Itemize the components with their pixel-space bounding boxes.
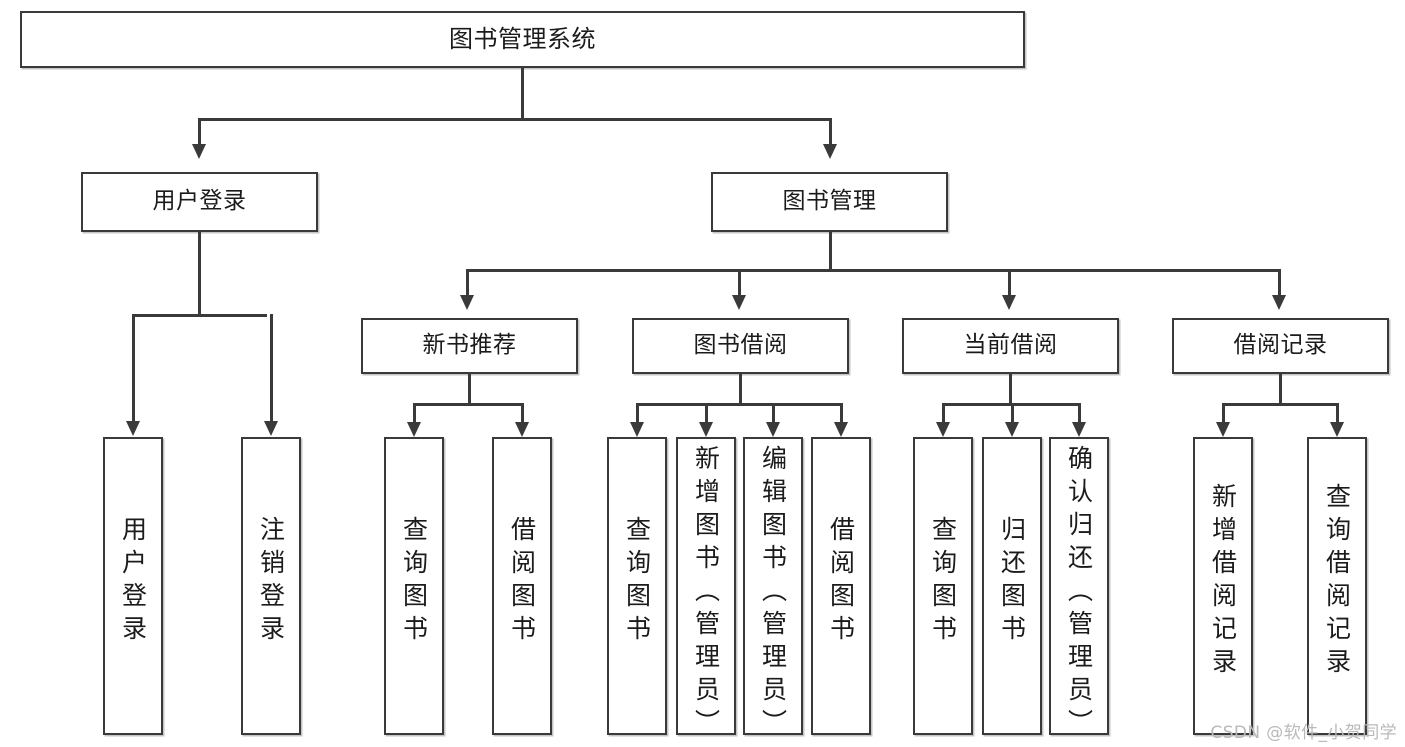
arrowhead-bb-borrow-book [834, 422, 848, 437]
node-label: 当前借阅 [963, 332, 1058, 359]
connector-book-management-bus [466, 269, 1280, 272]
node-label: 图书管理系统 [449, 25, 596, 54]
arrowhead-user-login [192, 144, 206, 159]
node-leaf-nbr-borrow-book[interactable]: 借阅图书 [492, 437, 552, 735]
connector-bb-stem [739, 374, 742, 405]
connector-user-login-stem [198, 232, 201, 316]
node-leaf-cb-return-book[interactable]: 归还图书 [982, 437, 1042, 735]
connector-bb-bus [636, 403, 842, 406]
connector-drop-book-borrow [738, 269, 741, 296]
connector-drop-leaf-logout [270, 314, 273, 422]
connector-drop-br-query-record [1336, 403, 1339, 423]
arrowhead-book-borrow [732, 295, 746, 310]
arrowhead-bb-add-book [699, 422, 713, 437]
connector-br-bus [1222, 403, 1338, 406]
connector-drop-book-management [829, 118, 832, 145]
connector-drop-cb-confirm-return [1078, 403, 1081, 423]
node-label: 新增借阅记录 [1208, 483, 1238, 681]
arrowhead-cb-query-book [936, 422, 950, 437]
arrowhead-book-management [823, 144, 837, 159]
node-leaf-logout[interactable]: 注销登录 [241, 437, 301, 735]
connector-drop-nbr-query-book [413, 403, 416, 423]
node-label: 图书借阅 [693, 332, 788, 359]
node-leaf-bb-edit-book[interactable]: 编辑图书（管理员） [743, 437, 803, 742]
arrowhead-leaf-user-login [126, 421, 140, 436]
arrowhead-leaf-logout [264, 421, 278, 436]
node-label: 借阅图书 [507, 516, 537, 648]
connector-drop-cb-return-book [1011, 403, 1014, 423]
node-label: 查询图书 [928, 516, 958, 648]
connector-nbr-stem [468, 374, 471, 405]
node-leaf-br-add-record[interactable]: 新增借阅记录 [1193, 437, 1253, 735]
arrowhead-br-add-record [1216, 422, 1230, 437]
connector-drop-bb-query-book [636, 403, 639, 423]
connector-br-stem [1279, 374, 1282, 405]
node-label: 确认归还（管理员） [1064, 445, 1094, 742]
connector-drop-user-login [198, 118, 201, 145]
connector-drop-current-borrow [1008, 269, 1011, 296]
node-label: 用户登录 [118, 516, 148, 648]
connector-drop-new-book-recommend [466, 269, 469, 296]
connector-drop-nbr-borrow-book [521, 403, 524, 423]
node-label: 查询图书 [622, 516, 652, 648]
connector-drop-bb-borrow-book [840, 403, 843, 423]
connector-drop-cb-query-book [942, 403, 945, 423]
node-current-borrow[interactable]: 当前借阅 [902, 318, 1119, 374]
node-root-book-management-system[interactable]: 图书管理系统 [20, 11, 1025, 68]
node-label: 新增图书（管理员） [691, 445, 721, 742]
connector-user-login-bus [132, 314, 267, 317]
csdn-watermark: CSDN @软件_小贺同学 [1210, 723, 1397, 743]
connector-drop-br-add-record [1222, 403, 1225, 423]
arrowhead-borrow-records [1272, 295, 1286, 310]
node-new-book-recommend[interactable]: 新书推荐 [361, 318, 578, 374]
arrowhead-current-borrow [1002, 295, 1016, 310]
node-label: 查询图书 [399, 516, 429, 648]
connector-book-management-stem [829, 232, 832, 271]
node-label: 编辑图书（管理员） [758, 445, 788, 742]
node-label: 查询借阅记录 [1322, 483, 1352, 681]
node-label: 借阅记录 [1233, 332, 1328, 359]
connector-nbr-bus [413, 403, 523, 406]
node-label: 新书推荐 [422, 332, 517, 359]
node-label: 借阅图书 [826, 516, 856, 648]
node-book-management[interactable]: 图书管理 [711, 172, 948, 232]
arrowhead-cb-confirm-return [1072, 422, 1086, 437]
node-leaf-nbr-query-book[interactable]: 查询图书 [384, 437, 444, 735]
node-label: 图书管理 [782, 188, 877, 215]
node-leaf-bb-query-book[interactable]: 查询图书 [607, 437, 667, 735]
connector-root-stem [521, 68, 524, 119]
node-label: 用户登录 [152, 188, 247, 215]
node-leaf-bb-add-book[interactable]: 新增图书（管理员） [676, 437, 736, 742]
connector-cb-stem [1009, 374, 1012, 405]
connector-drop-bb-edit-book [772, 403, 775, 423]
connector-drop-bb-add-book [705, 403, 708, 423]
arrowhead-br-query-record [1330, 422, 1344, 437]
arrowhead-nbr-query-book [407, 422, 421, 437]
node-leaf-cb-confirm-return[interactable]: 确认归还（管理员） [1049, 437, 1109, 742]
arrowhead-bb-edit-book [766, 422, 780, 437]
arrowhead-bb-query-book [630, 422, 644, 437]
node-label: 注销登录 [256, 516, 286, 648]
node-leaf-br-query-record[interactable]: 查询借阅记录 [1307, 437, 1367, 735]
connector-drop-borrow-records [1278, 269, 1281, 296]
node-user-login[interactable]: 用户登录 [81, 172, 318, 232]
node-leaf-bb-borrow-book[interactable]: 借阅图书 [811, 437, 871, 735]
arrowhead-cb-return-book [1005, 422, 1019, 437]
arrowhead-new-book-recommend [460, 295, 474, 310]
node-leaf-cb-query-book[interactable]: 查询图书 [913, 437, 973, 735]
connector-root-bus [198, 118, 832, 121]
connector-drop-leaf-user-login [132, 314, 135, 422]
node-leaf-user-login[interactable]: 用户登录 [103, 437, 163, 735]
node-label: 归还图书 [997, 516, 1027, 648]
node-borrow-records[interactable]: 借阅记录 [1172, 318, 1389, 374]
arrowhead-nbr-borrow-book [515, 422, 529, 437]
node-book-borrow[interactable]: 图书借阅 [632, 318, 849, 374]
